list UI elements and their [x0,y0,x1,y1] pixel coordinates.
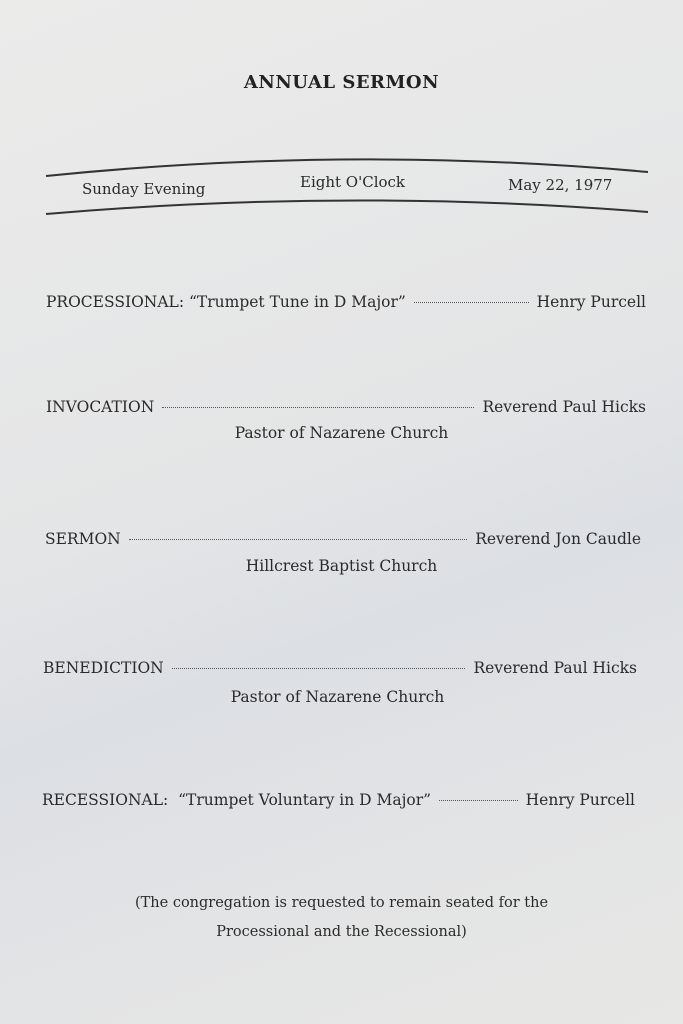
top-rule [45,158,649,177]
header-rules [45,158,649,215]
item-person: Reverend Paul Hicks [482,398,646,416]
item-person: Henry Purcell [525,791,635,809]
program-item-benediction: BENEDICTION Reverend Paul Hicks [43,659,637,677]
item-person: Reverend Jon Caudle [475,530,641,548]
dot-leader [171,668,466,669]
header-time: Eight O'Clock [300,173,406,191]
item-label: PROCESSIONAL: [46,293,185,311]
item-label: RECESSIONAL: [42,791,169,809]
header-date: May 22, 1977 [508,176,613,194]
item-detail: “Trumpet Tune in D Major” [188,293,406,311]
note-line-1: (The congregation is requested to remain… [134,895,549,911]
item-label: INVOCATION [46,398,155,416]
item-person: Reverend Paul Hicks [473,659,637,677]
congregation-note: (The congregation is requested to remain… [0,889,683,947]
program-item-processional: PROCESSIONAL: “Trumpet Tune in D Major” … [46,293,646,311]
page-title: ANNUAL SERMON [243,72,440,93]
program-item-sermon: SERMON Reverend Jon Caudle [45,530,641,548]
dot-leader [162,407,475,408]
program-item-invocation: INVOCATION Reverend Paul Hicks [46,398,646,416]
note-line-2: Processional and the Recessional) [216,924,467,940]
program-item-recessional: RECESSIONAL: “Trumpet Voluntary in D Maj… [42,791,635,809]
dot-leader [128,539,468,540]
item-affiliation: Pastor of Nazarene Church [234,424,449,442]
item-affiliation: Hillcrest Baptist Church [245,557,438,575]
item-affiliation: Pastor of Nazarene Church [230,688,445,706]
item-detail: “Trumpet Voluntary in D Major” [178,791,432,809]
item-label: SERMON [45,530,121,548]
dot-leader [439,800,518,801]
item-person: Henry Purcell [536,293,646,311]
dot-leader [413,302,529,303]
bottom-rule [45,199,649,215]
header-day: Sunday Evening [82,180,206,198]
item-label: BENEDICTION [43,659,164,677]
